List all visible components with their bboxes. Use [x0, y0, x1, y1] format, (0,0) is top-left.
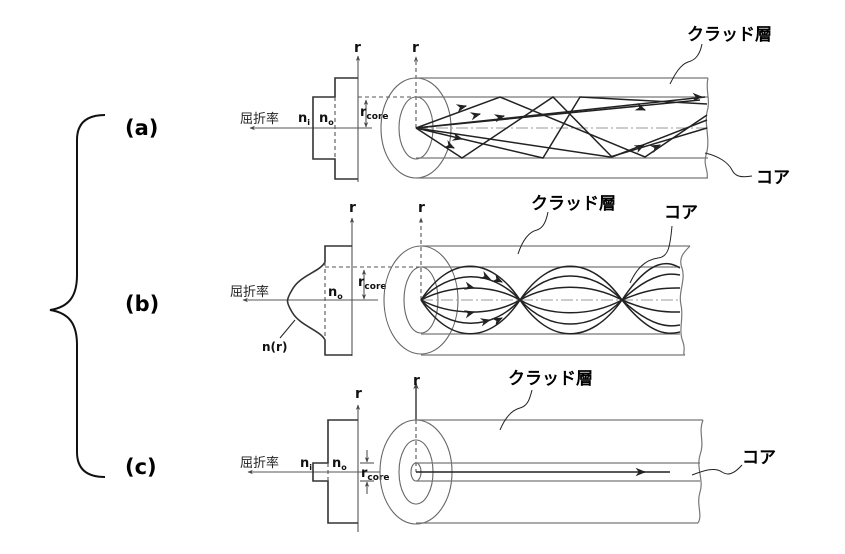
step-profile-c — [312, 419, 358, 524]
panel-label-a: (a) — [125, 116, 158, 140]
curly-brace — [49, 114, 106, 478]
r-core-label-c: rcore — [361, 466, 389, 483]
core-label-b: コア — [664, 203, 698, 223]
graded-profile-b — [286, 245, 352, 356]
core-leader-b — [629, 225, 673, 284]
fiber-cylinder-c: r — [379, 373, 704, 525]
r-axis-label-b: r — [349, 200, 356, 216]
cylinder-r-label-b: r — [418, 200, 425, 216]
panel-label-b: (b) — [125, 292, 159, 316]
r-axis-label-c: r — [355, 386, 362, 402]
panel-b: r 屈折率 no rcore n(r) r — [230, 194, 698, 356]
r-core-label-a: rcore — [360, 105, 388, 122]
index-axis-label-a: 屈折率 — [240, 111, 279, 127]
cylinder-r-label-a: r — [412, 40, 419, 56]
cladding-leader-b — [517, 211, 549, 255]
fiber-cylinder-a: r — [380, 40, 710, 179]
cladding-leader-a — [669, 43, 703, 85]
cladding-leader-c — [499, 389, 533, 431]
index-profile-c: r 屈折率 ni no rcore — [240, 386, 389, 532]
panel-a: r 屈折率 ni no rcore r — [240, 25, 790, 188]
core-label-c: コア — [742, 448, 776, 468]
index-axis-label-b: 屈折率 — [230, 284, 269, 300]
cladding-label-a: クラッド層 — [687, 25, 772, 45]
n-profile-leader-b — [279, 319, 296, 339]
n-outer-label-c: no — [332, 456, 347, 472]
panel-label-c: (c) — [125, 455, 157, 479]
n-inner-label-c: ni — [300, 456, 312, 472]
panel-c: r 屈折率 ni no rcore r — [240, 369, 776, 532]
n-outer-label-a: no — [319, 111, 334, 127]
light-rays-b — [420, 262, 681, 335]
cladding-label-b: クラッド層 — [531, 194, 616, 214]
step-profile-a — [312, 77, 358, 180]
core-leader-a — [704, 152, 753, 178]
index-axis-label-c: 屈折率 — [240, 455, 279, 471]
r-axis-label-a: r — [354, 40, 361, 56]
cylinder-r-label-c: r — [413, 373, 420, 389]
fiber-cylinder-b: r — [383, 200, 691, 356]
core-label-a: コア — [756, 168, 790, 188]
cladding-label-c: クラッド層 — [508, 369, 593, 389]
r-core-label-b: rcore — [358, 275, 386, 292]
index-profile-a: r 屈折率 ni no rcore — [240, 40, 512, 182]
light-rays-a — [415, 92, 708, 159]
n-profile-label-b: n(r) — [262, 340, 287, 354]
core-leader-c — [691, 464, 743, 476]
n-outer-label-b: no — [328, 285, 343, 301]
n-inner-label-a: ni — [298, 111, 310, 127]
